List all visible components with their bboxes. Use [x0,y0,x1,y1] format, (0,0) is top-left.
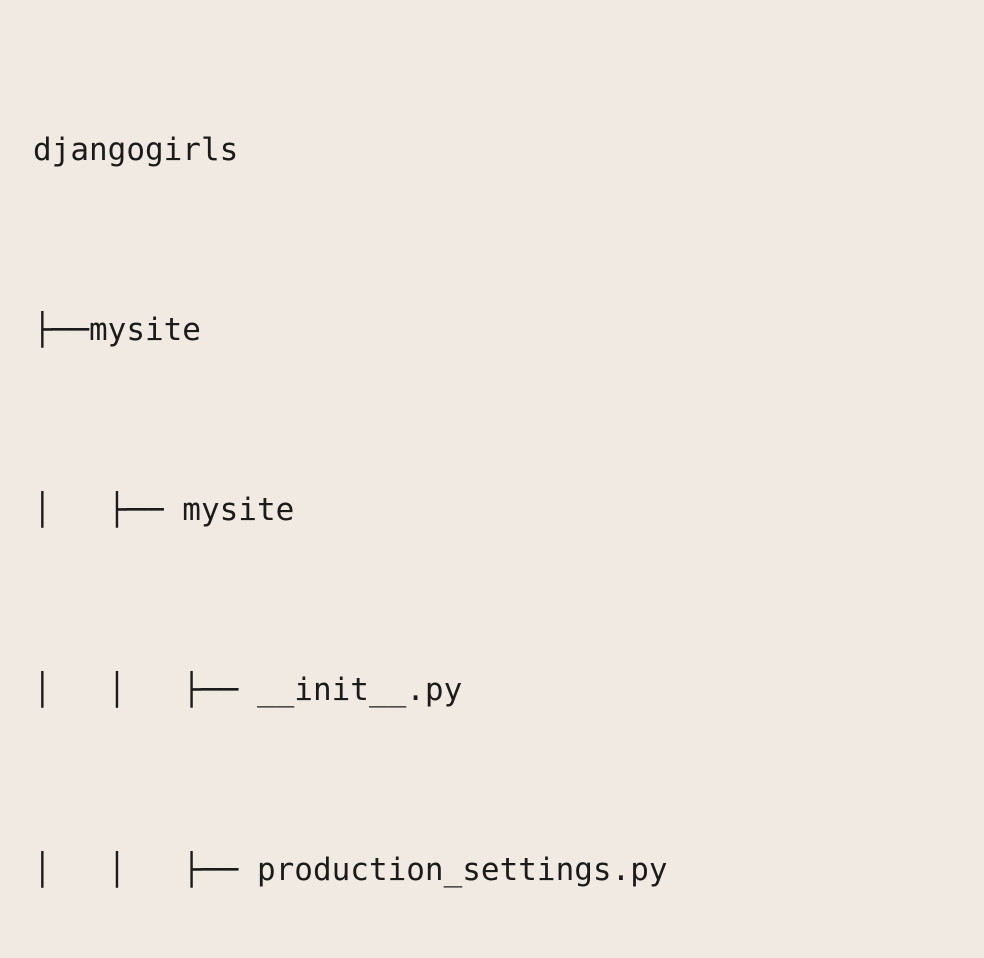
tree-line-root: djangogirls [33,132,239,168]
tree-line: ├──mysite [33,312,201,348]
tree-line: │ ├── mysite [33,492,295,528]
tree-line: │ │ ├── production_settings.py [33,852,668,888]
tree-line: │ │ ├── __init__.py [33,672,463,708]
